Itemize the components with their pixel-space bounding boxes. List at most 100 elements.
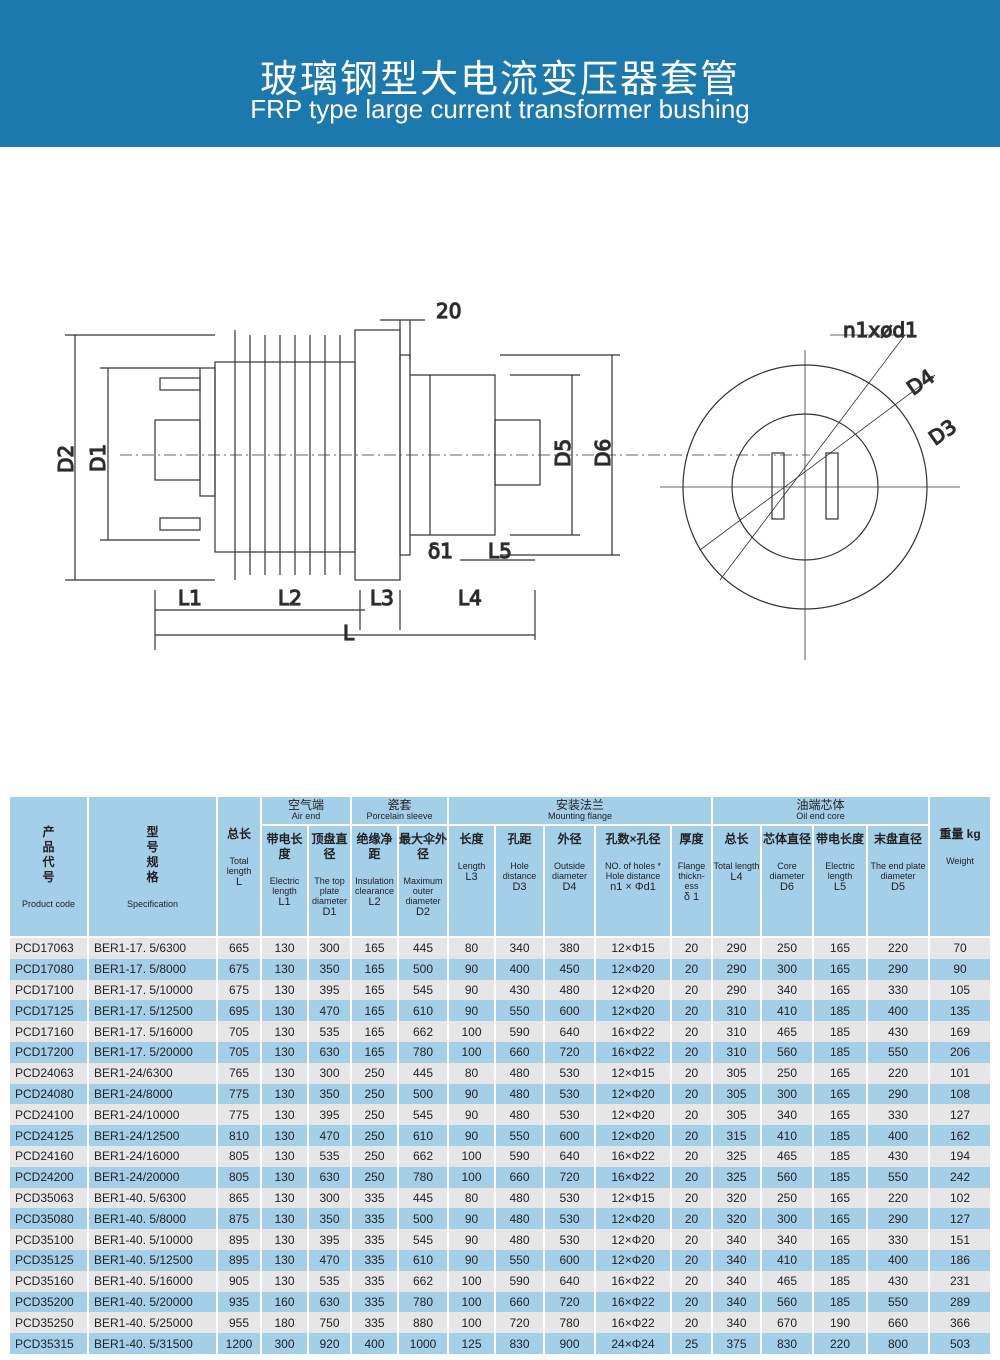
table-cell: 185	[814, 1041, 866, 1063]
table-cell: 630	[309, 1291, 350, 1313]
table-cell: BER1-24/10000	[89, 1104, 216, 1126]
table-cell: 250	[762, 938, 812, 959]
table-cell: 220	[868, 938, 928, 959]
table-cell: 250	[352, 1104, 397, 1126]
table-cell: 100	[449, 1270, 494, 1292]
table-cell: 660	[868, 1312, 928, 1334]
table-cell: 20	[672, 1041, 711, 1063]
table-cell: 330	[868, 1229, 928, 1250]
table-cell: 340	[762, 1229, 812, 1250]
table-cell: 500	[399, 1083, 447, 1105]
label-l1: L1	[178, 586, 202, 610]
table-cell: PCD35200	[10, 1291, 87, 1313]
table-cell: BER1-40. 5/6300	[89, 1187, 216, 1209]
table-cell: PCD17125	[10, 1000, 87, 1022]
table-cell: 780	[399, 1166, 447, 1188]
table-cell: 535	[309, 1145, 350, 1167]
table-cell: 20	[672, 1291, 711, 1313]
table-cell: 12×Φ15	[596, 1062, 670, 1084]
table-cell: 480	[545, 979, 594, 1001]
table-cell: 12×Φ20	[596, 1000, 670, 1022]
table-cell: 180	[262, 1312, 307, 1334]
header-zh: 带电长度	[266, 832, 303, 861]
table-cell: 130	[262, 1125, 307, 1146]
table-cell: 100	[449, 1166, 494, 1188]
table-cell: 670	[762, 1312, 812, 1334]
table-cell: 530	[545, 1208, 594, 1230]
table-cell: 640	[545, 1145, 594, 1167]
table-cell: 530	[545, 1083, 594, 1105]
table-cell: 430	[868, 1270, 928, 1292]
header-zh: 绝缘净距	[356, 832, 393, 861]
table-cell: BER1-24/16000	[89, 1145, 216, 1167]
table-cell: 310	[713, 1041, 760, 1063]
table-cell: 185	[814, 1166, 866, 1188]
table-cell: 400	[868, 1000, 928, 1022]
header-symbol: L2	[368, 896, 381, 908]
table-cell: 675	[218, 958, 260, 980]
table-cell: 130	[262, 1166, 307, 1188]
table-cell: 165	[814, 958, 866, 980]
table-cell: 430	[868, 1021, 928, 1042]
table-cell: 90	[449, 958, 494, 980]
table-cell: 130	[262, 1062, 307, 1084]
table-cell: 530	[545, 1187, 594, 1209]
table-cell: 16×Φ22	[596, 1145, 670, 1167]
table-cell: 900	[545, 1333, 594, 1354]
table-cell: 130	[262, 979, 307, 1001]
table-cell: 810	[218, 1125, 260, 1146]
table-cell: 165	[814, 979, 866, 1001]
table-cell: 335	[352, 1312, 397, 1334]
table-cell: 320	[713, 1208, 760, 1230]
table-cell: 395	[309, 1229, 350, 1250]
table-cell: 12×Φ20	[596, 1125, 670, 1146]
table-cell: 535	[309, 1021, 350, 1042]
header-zh: 型号规格	[146, 825, 159, 884]
table-cell: 830	[496, 1333, 543, 1354]
table-cell: 500	[399, 1208, 447, 1230]
label-l2: L2	[278, 586, 302, 610]
header-symbol: D1	[322, 906, 337, 918]
table-cell: PCD24080	[10, 1083, 87, 1105]
table-cell: 80	[449, 1187, 494, 1209]
table-cell: 242	[930, 1166, 990, 1188]
label-delta1: δ1	[428, 539, 453, 563]
table-cell: 231	[930, 1270, 990, 1292]
table-cell: 100	[449, 1041, 494, 1063]
table-cell: 290	[868, 1083, 928, 1105]
table-cell: 186	[930, 1249, 990, 1271]
table-cell: 12×Φ20	[596, 1083, 670, 1105]
table-cell: 765	[218, 1062, 260, 1084]
table-cell: 20	[672, 1187, 711, 1209]
table-cell: 590	[496, 1270, 543, 1292]
table-cell: 290	[868, 958, 928, 980]
table-cell: 300	[309, 938, 350, 959]
table-cell: 805	[218, 1145, 260, 1167]
table-cell: 675	[218, 979, 260, 1001]
table-cell: BER1-24/8000	[89, 1083, 216, 1105]
table-cell: 400	[496, 958, 543, 980]
header-zh: 孔距	[507, 832, 532, 846]
table-cell: 20	[672, 1083, 711, 1105]
header-en: Product code	[21, 899, 76, 909]
table-cell: PCD35250	[10, 1312, 87, 1334]
table-cell: 20	[672, 1208, 711, 1230]
table-cell: 90	[449, 1000, 494, 1022]
table-cell: 310	[713, 1000, 760, 1022]
table-cell: 160	[262, 1291, 307, 1313]
table-cell: 400	[868, 1249, 928, 1271]
table-cell: 305	[713, 1083, 760, 1105]
table-cell: PCD24200	[10, 1166, 87, 1188]
table-cell: 330	[868, 979, 928, 1001]
header-zh: 最大伞外径	[399, 832, 448, 861]
header-symbol: D4	[562, 881, 577, 893]
label-l3: L3	[370, 586, 394, 610]
header-en: Total length	[226, 856, 252, 876]
